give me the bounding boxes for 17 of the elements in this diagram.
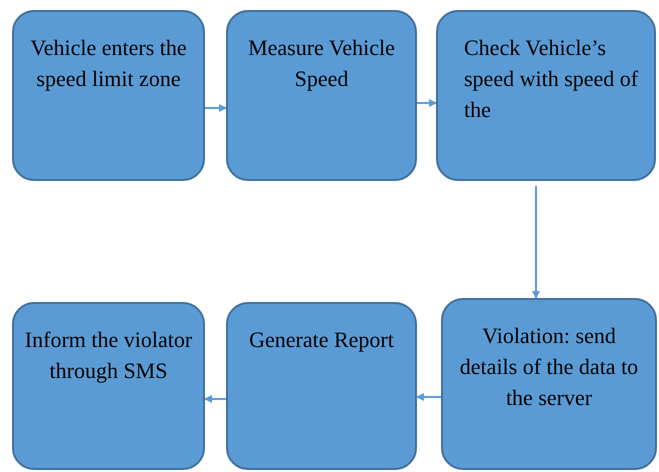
arrow (416, 393, 441, 401)
step-text: Violation: send details of the data to the server (458, 322, 640, 412)
arrow (204, 395, 226, 403)
process-box (12, 10, 205, 181)
process-box (12, 302, 205, 470)
arrow (532, 186, 540, 299)
arrow (417, 99, 437, 107)
arrow (205, 104, 227, 112)
process-box (226, 302, 417, 470)
process-box (226, 10, 417, 181)
step-text: Measure Vehicle Speed (247, 34, 396, 93)
step-text: Generate Report (248, 326, 395, 354)
process-box (441, 298, 657, 470)
process-box (436, 10, 656, 181)
step-text: Check Vehicle’s speed with speed of the (464, 34, 640, 124)
step-text: Inform the violator through SMS (24, 326, 194, 385)
step-text: Vehicle enters the speed limit zone (29, 34, 188, 93)
